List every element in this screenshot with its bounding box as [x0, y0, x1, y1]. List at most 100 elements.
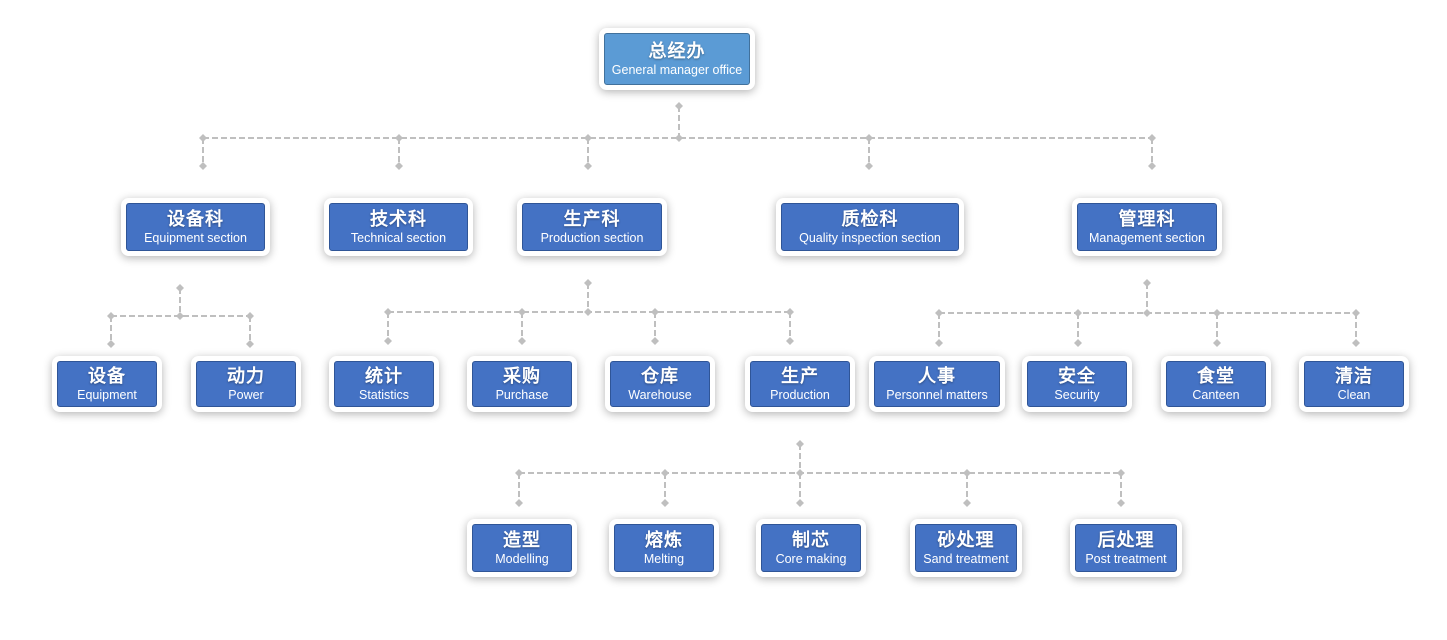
node-core-making: 制芯 Core making	[761, 524, 861, 572]
node-label-en: Power	[228, 387, 264, 402]
node-label-zh: 总经办	[648, 40, 706, 62]
connector-junction	[1117, 469, 1125, 477]
connector-junction	[1074, 309, 1082, 317]
node-label-zh: 制芯	[792, 529, 830, 551]
node-label-en: Production	[770, 387, 830, 402]
connector-junction	[1213, 339, 1221, 347]
connector-production-to-processes	[518, 444, 1122, 503]
node-label-zh: 设备科	[167, 208, 224, 230]
node-management-section: 管理科 Management section	[1077, 203, 1217, 251]
connector-junction	[786, 337, 794, 345]
connector-junction	[963, 499, 971, 507]
node-production: 生产 Production	[750, 361, 850, 407]
connector-junction	[1213, 309, 1221, 317]
connector-junction	[384, 308, 392, 316]
node-general-manager-office: 总经办 General manager office	[604, 33, 750, 85]
connector-junction	[584, 308, 592, 316]
connector-junction	[651, 337, 659, 345]
node-label-zh: 动力	[227, 365, 265, 387]
node-label-en: Personnel matters	[886, 387, 988, 402]
node-clean: 清洁 Clean	[1304, 361, 1404, 407]
node-technical-section: 技术科 Technical section	[329, 203, 468, 251]
connector-junction	[107, 312, 115, 320]
connector-junction	[199, 162, 207, 170]
node-label-zh: 设备	[88, 365, 126, 387]
node-label-zh: 仓库	[641, 365, 679, 387]
node-label-zh: 后处理	[1097, 529, 1155, 551]
connector-junction	[675, 102, 683, 110]
connector-junction	[661, 499, 669, 507]
node-label-en: General manager office	[611, 62, 743, 77]
connector-junction	[176, 312, 184, 320]
connector-junction	[1143, 309, 1151, 317]
connector-junction	[1148, 162, 1156, 170]
connector-junction	[935, 339, 943, 347]
node-label-en: Warehouse	[628, 387, 692, 402]
node-label-en: Equipment	[77, 387, 137, 402]
node-label-zh: 采购	[503, 365, 541, 387]
connector-junction	[395, 162, 403, 170]
node-label-en: Production section	[540, 230, 644, 245]
connector-junction	[661, 469, 669, 477]
connector-junction	[515, 469, 523, 477]
connector-junction	[246, 312, 254, 320]
node-label-zh: 质检科	[841, 208, 899, 230]
node-statistics: 统计 Statistics	[334, 361, 434, 407]
connector-junction	[395, 134, 403, 142]
connector-junction	[1117, 499, 1125, 507]
node-sand-treatment: 砂处理 Sand treatment	[915, 524, 1017, 572]
node-label-zh: 砂处理	[937, 529, 995, 551]
connector-junction	[176, 284, 184, 292]
node-melting: 熔炼 Melting	[614, 524, 714, 572]
node-warehouse: 仓库 Warehouse	[610, 361, 710, 407]
connector-junction	[107, 340, 115, 348]
node-label-en: Post treatment	[1085, 551, 1167, 566]
connector-junction	[1148, 134, 1156, 142]
node-power: 动力 Power	[196, 361, 296, 407]
node-purchase: 采购 Purchase	[472, 361, 572, 407]
node-label-en: Sand treatment	[923, 551, 1009, 566]
node-label-zh: 熔炼	[645, 529, 683, 551]
node-label-en: Security	[1054, 387, 1100, 402]
node-label-zh: 统计	[365, 365, 403, 387]
node-label-zh: 安全	[1058, 365, 1096, 387]
node-canteen: 食堂 Canteen	[1166, 361, 1266, 407]
connector-junction	[865, 162, 873, 170]
node-label-zh: 生产	[781, 365, 819, 387]
connector-junction	[515, 499, 523, 507]
connector-junction	[1352, 339, 1360, 347]
node-equipment: 设备 Equipment	[57, 361, 157, 407]
node-modelling: 造型 Modelling	[472, 524, 572, 572]
node-security: 安全 Security	[1027, 361, 1127, 407]
connector-junction	[786, 308, 794, 316]
node-label-en: Equipment section	[144, 230, 247, 245]
connector-junction	[935, 309, 943, 317]
connector-junction	[584, 279, 592, 287]
connector-junction	[384, 337, 392, 345]
connector-junction	[584, 134, 592, 142]
node-personnel-matters: 人事 Personnel matters	[874, 361, 1000, 407]
node-label-zh: 造型	[503, 529, 541, 551]
node-label-zh: 清洁	[1335, 365, 1373, 387]
connector-junction	[246, 340, 254, 348]
node-equipment-section: 设备科 Equipment section	[126, 203, 265, 251]
connector-junction	[796, 469, 804, 477]
connector-junction	[796, 440, 804, 448]
node-label-zh: 管理科	[1118, 208, 1176, 230]
connector-junction	[1074, 339, 1082, 347]
connector-junction	[518, 308, 526, 316]
connector-junction	[1352, 309, 1360, 317]
node-label-zh: 食堂	[1197, 365, 1235, 387]
node-label-zh: 技术科	[370, 208, 427, 230]
connector-junction	[584, 162, 592, 170]
connector-junction	[865, 134, 873, 142]
node-production-section: 生产科 Production section	[522, 203, 662, 251]
node-label-en: Core making	[775, 551, 847, 566]
node-label-en: Clean	[1337, 387, 1371, 402]
connector-junction	[1143, 279, 1151, 287]
node-label-en: Melting	[643, 551, 685, 566]
node-label-en: Purchase	[495, 387, 549, 402]
connector-junction	[796, 499, 804, 507]
node-label-en: Canteen	[1192, 387, 1240, 402]
